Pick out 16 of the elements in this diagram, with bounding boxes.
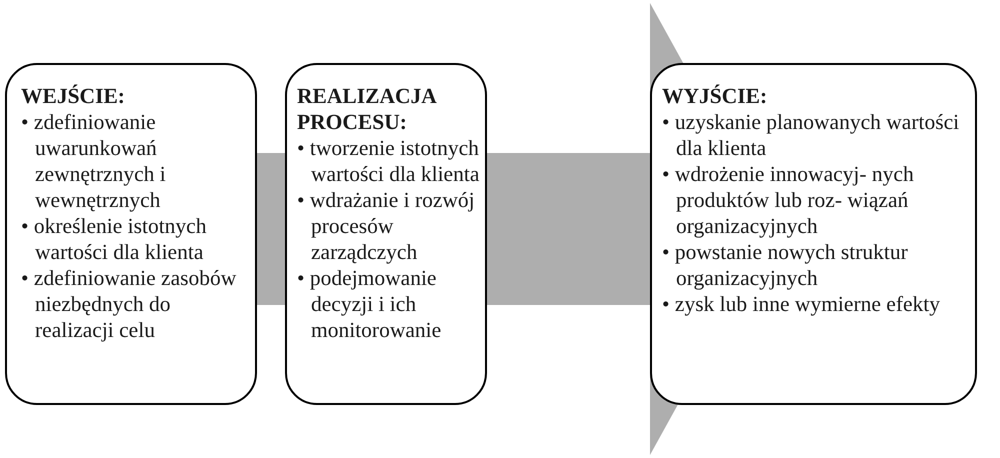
bullet-item: • powstanie nowych struktur organizacyjnych [662,239,909,291]
process-box [650,63,977,405]
process-box [5,63,257,405]
bullet-item: • wdrażanie i rozwój procesów zarządczych [297,187,476,265]
bullet-item: • zdefiniowanie zasobów niezbędnych do realizacji celu [21,265,238,343]
bullet-item: • zysk lub inne wymierne efekty [662,291,941,317]
bullet-item: • określenie istotnych wartości dla klienta [21,213,208,265]
box-heading: WYJŚCIE: [662,83,768,109]
bullet-item: • uzyskanie planowanych wartości dla klienta [662,109,960,161]
bullet-item: • tworzenie istotnych wartości dla klienta [297,135,480,187]
box-heading: WEJŚCIE: [21,83,126,109]
bullet-item: • zdefiniowanie uwarunkowań zewnętrznych i wewnętrznych [21,109,167,213]
bullet-item: • podejmowanie decyzji i ich monitorowanie [297,265,442,343]
box-heading: REALIZACJA PROCESU: [297,83,438,135]
bullet-item: • wdrożenie innowacyj- nych produktów lub roz- wiązań organizacyjnych [662,161,915,239]
process-box [285,63,487,405]
